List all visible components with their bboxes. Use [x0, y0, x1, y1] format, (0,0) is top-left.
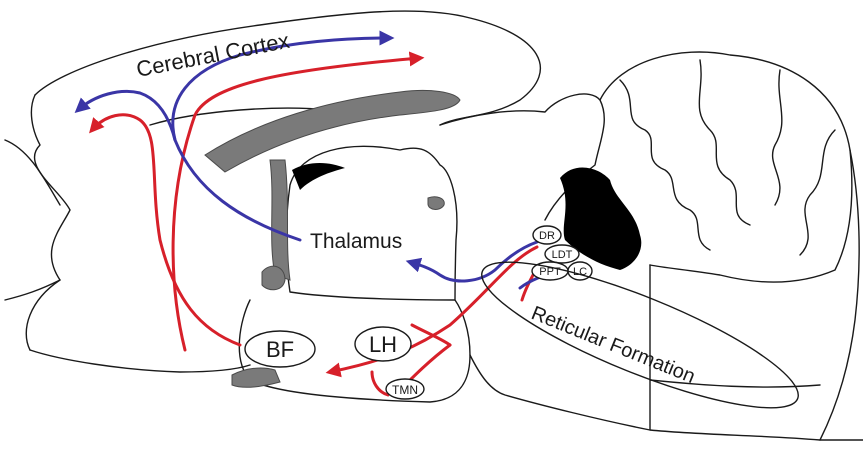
lh-label: LH: [369, 332, 397, 357]
reticular-formation-outline: [468, 236, 812, 434]
optic-chiasm: [232, 368, 280, 387]
cortex-label: Cerebral Cortex: [134, 28, 291, 82]
brainstem-right: [820, 150, 859, 440]
brain-outline: [5, 11, 863, 440]
red-branch-mid: [372, 372, 388, 395]
anterior-commissure: [262, 266, 285, 290]
tmn-label: TMN: [392, 383, 418, 397]
ventral-contour: [30, 350, 250, 372]
bf-label: BF: [266, 337, 294, 362]
cerebellum-folia: [620, 60, 835, 255]
ventricle-black-left: [292, 163, 345, 190]
olfactory-bulb: [5, 140, 60, 300]
blue-to-thalamus-arrow: [410, 242, 537, 281]
reticular-label: Reticular Formation: [528, 302, 698, 388]
frontal-contour: [26, 95, 70, 350]
thalamus-label: Thalamus: [310, 230, 402, 253]
third-ventricle-node: [428, 197, 444, 210]
fornix: [270, 160, 290, 280]
corpus-callosum: [205, 90, 460, 172]
ldt-label: LDT: [552, 249, 573, 261]
nuclei: BF LH TMN DR LDT PPT LC: [245, 226, 812, 434]
dr-label: DR: [539, 230, 555, 242]
